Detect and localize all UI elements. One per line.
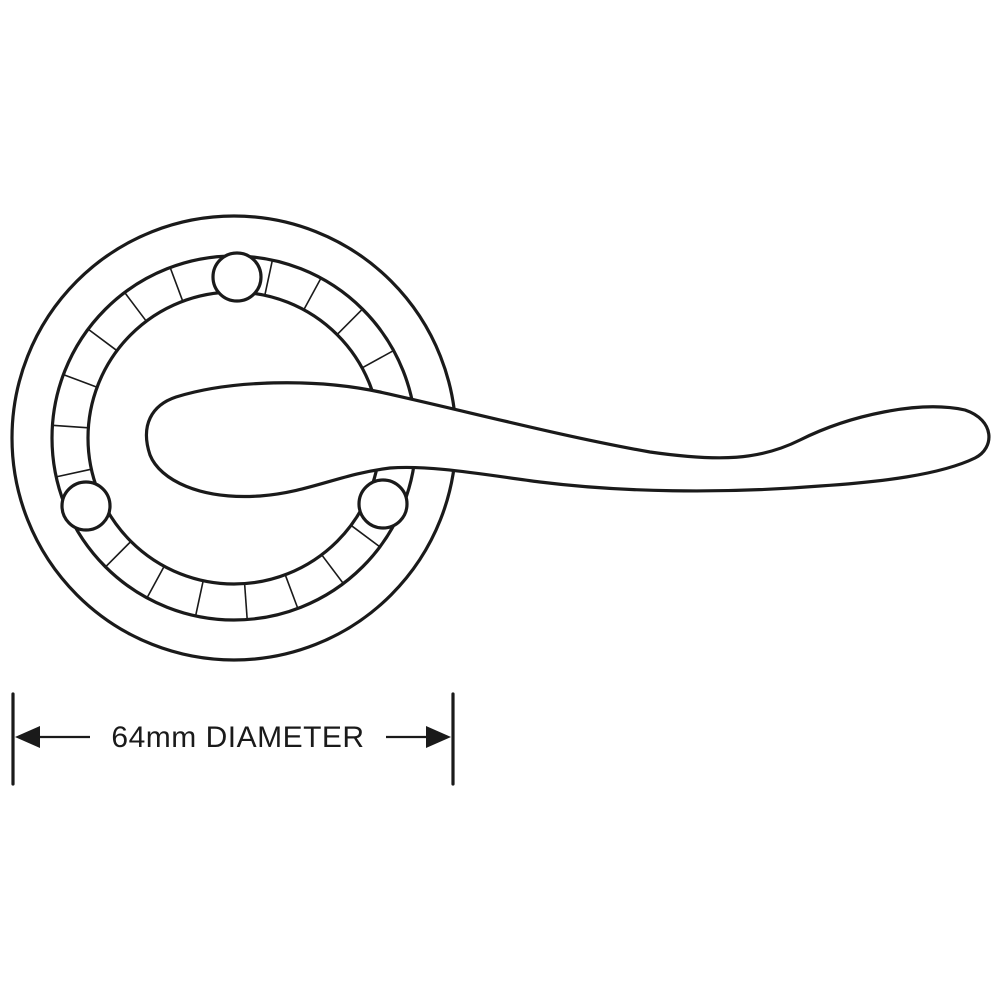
lever-body bbox=[144, 381, 991, 499]
ring-segment-tick bbox=[336, 308, 364, 336]
ring-segment-tick bbox=[63, 373, 98, 388]
screw-bottom-right bbox=[357, 478, 409, 530]
ring-segment-tick bbox=[194, 580, 204, 617]
ring-segment-tick bbox=[264, 259, 274, 296]
ring-segment-tick bbox=[243, 583, 248, 620]
arrowhead-left bbox=[15, 726, 40, 748]
dimension-label: 64mm DIAMETER bbox=[111, 721, 364, 754]
ring-segment-tick bbox=[321, 554, 344, 584]
ring-segment-tick bbox=[56, 468, 92, 478]
screw-bottom-left bbox=[60, 480, 112, 532]
lever bbox=[144, 381, 991, 499]
arrowhead-right bbox=[426, 726, 451, 748]
ring-segment-tick bbox=[124, 292, 147, 322]
ring-segment-tick bbox=[284, 574, 299, 609]
diameter-dimension: 64mm DIAMETER bbox=[11, 692, 455, 786]
ring-segment-tick bbox=[303, 277, 322, 311]
rose-screws bbox=[60, 251, 409, 532]
ring-segment-tick bbox=[361, 349, 394, 369]
ring-segment-tick bbox=[350, 524, 381, 548]
ring-segment-tick bbox=[52, 424, 89, 429]
ring-segment-tick bbox=[146, 565, 165, 599]
ring-segment-tick bbox=[87, 328, 118, 352]
ring-segment-tick bbox=[169, 267, 184, 302]
screw-top bbox=[211, 251, 263, 303]
ring-segment-tick bbox=[104, 540, 132, 568]
